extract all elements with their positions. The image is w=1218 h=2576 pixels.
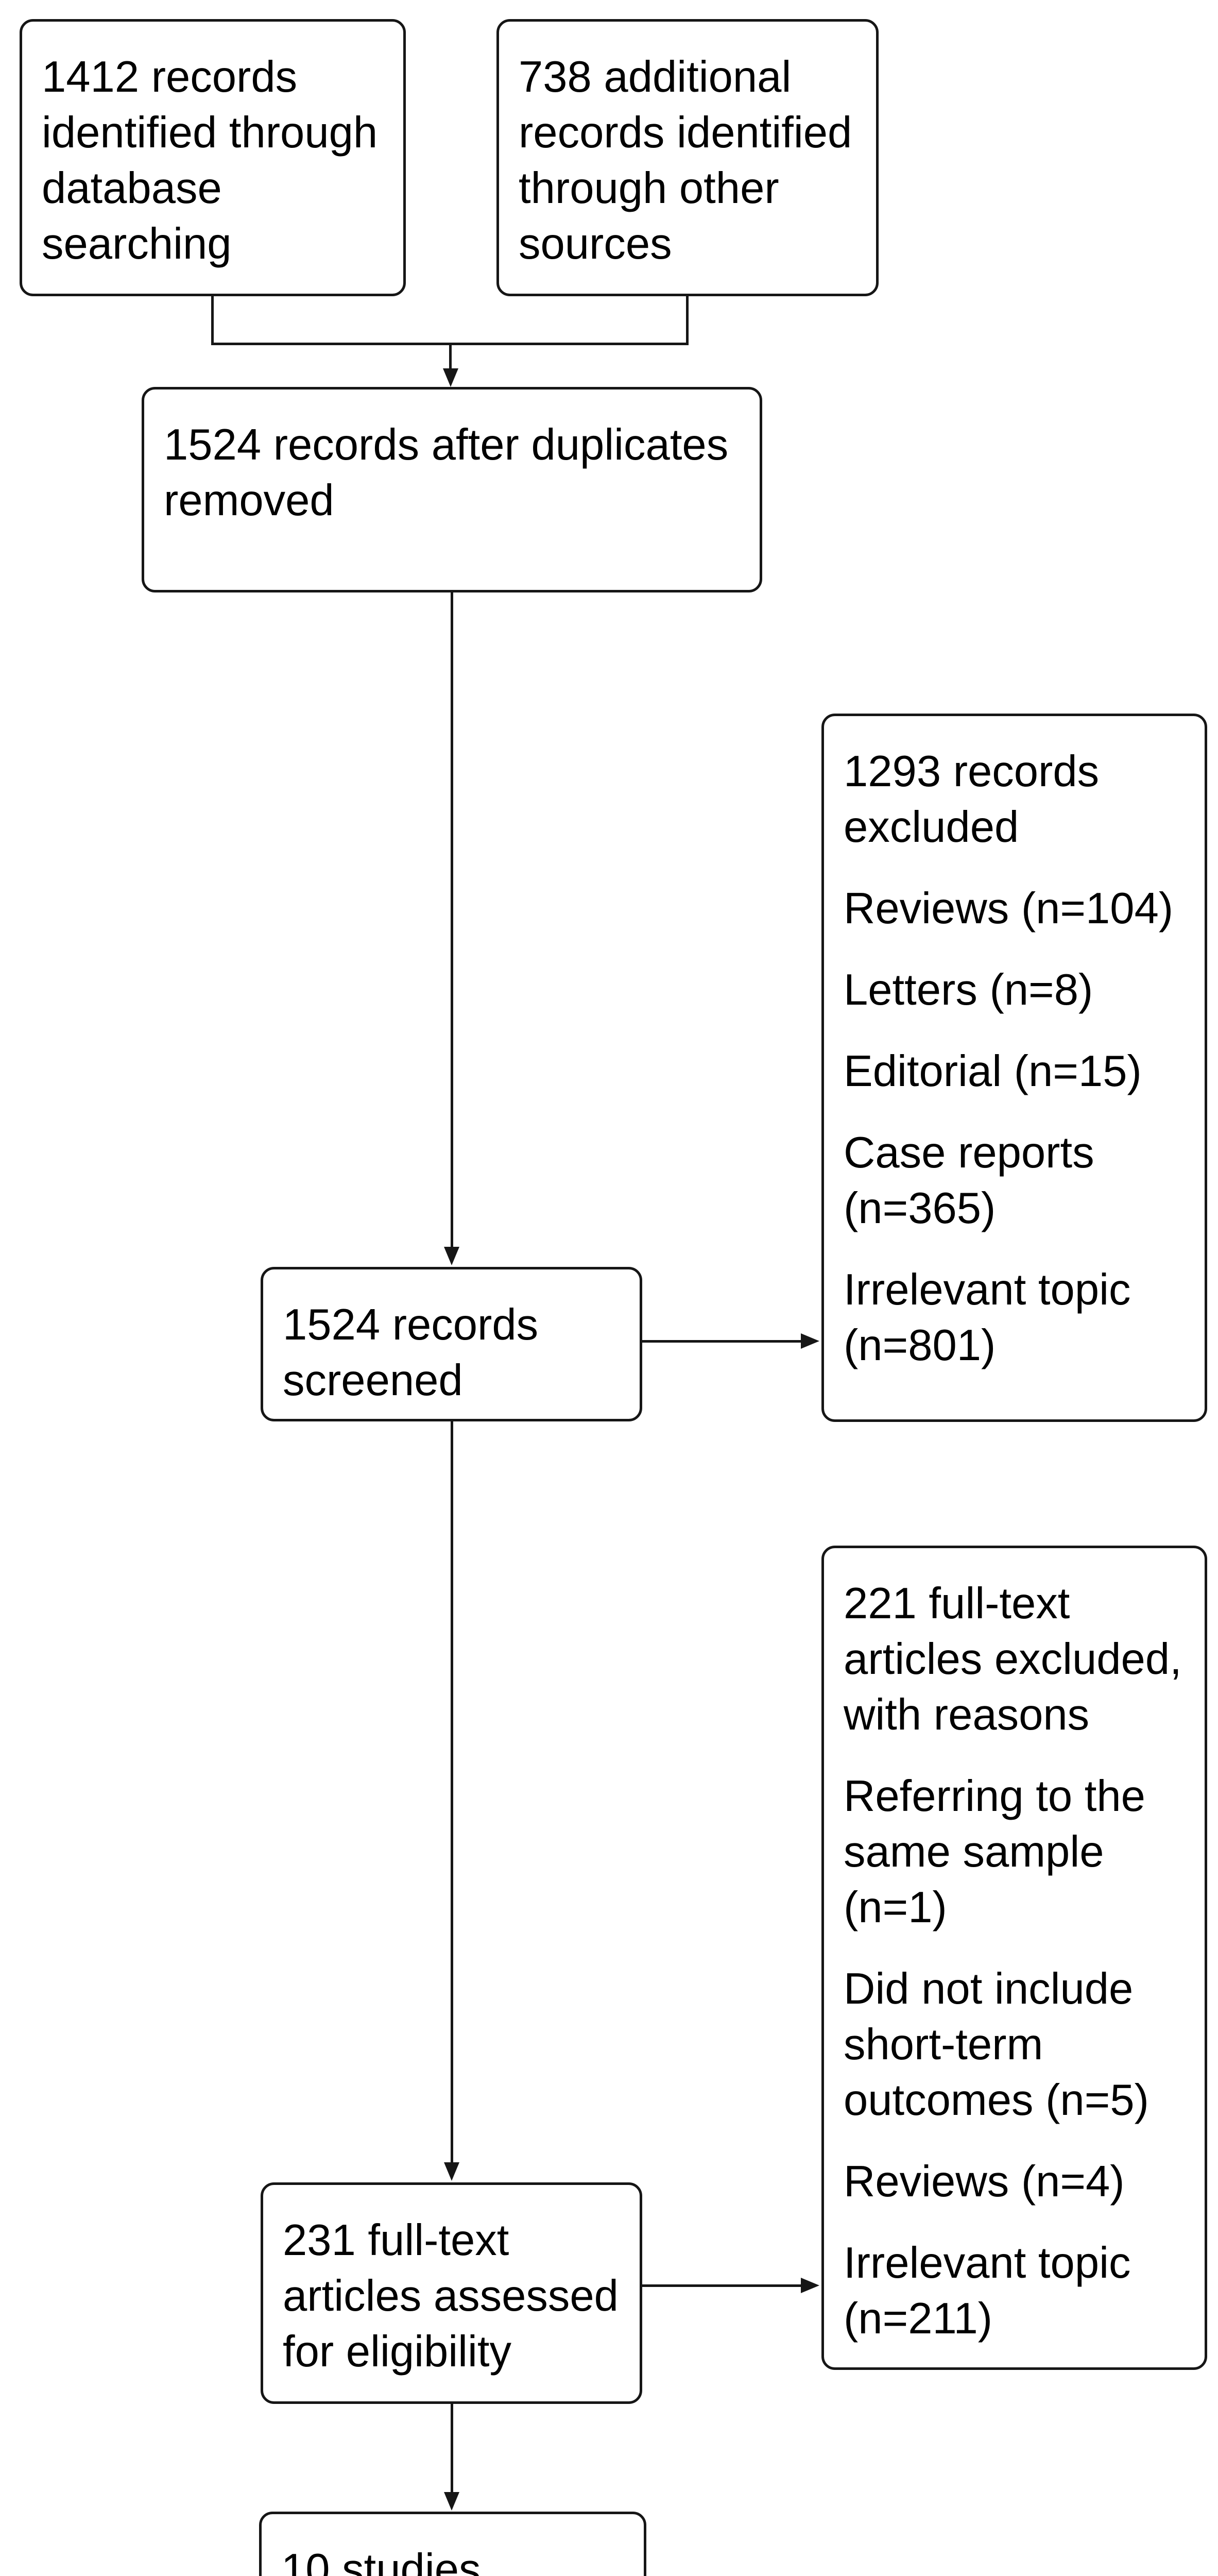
box-text: 738 additional records identified throug… — [519, 53, 852, 268]
arrow-screened-to-assessed-head — [444, 2162, 459, 2181]
exclusion-reason: Letters (n=8) — [844, 965, 1093, 1014]
exclusion-reason: Editorial (n=15) — [844, 1047, 1142, 1096]
arrow-assessed-to-included-head — [444, 2492, 459, 2511]
box-fulltext-excluded: 221 full-text articles excluded, with re… — [821, 1546, 1207, 2370]
arrow-to-after-duplicates-line — [449, 343, 452, 372]
arrow-screened-to-excluded-head — [801, 1333, 819, 1349]
box-records-identified-database: 1412 records identified through database… — [20, 19, 406, 296]
arrow-assessed-to-included-line — [451, 2404, 453, 2494]
connector-merge-right-vertical — [686, 296, 689, 345]
box-title: 221 full-text articles excluded, with re… — [844, 1579, 1182, 1739]
exclusion-reason: Case reports (n=365) — [844, 1128, 1094, 1233]
connector-merge-left-vertical — [211, 296, 214, 345]
box-fulltext-assessed: 231 full-text articles assessed for elig… — [261, 2182, 642, 2404]
box-text: 1412 records identified through database… — [42, 53, 378, 268]
box-additional-records-other-sources: 738 additional records identified throug… — [496, 19, 879, 296]
arrow-assessed-to-excluded-line — [642, 2284, 803, 2287]
exclusion-reason: Irrelevant topic (n=801) — [844, 1265, 1131, 1370]
exclusion-reason: Reviews (n=4) — [844, 2157, 1125, 2206]
exclusion-reason: Irrelevant topic (n=211) — [844, 2239, 1131, 2343]
arrow-assessed-to-excluded-head — [801, 2278, 819, 2293]
exclusion-reason: Did not include short-term outcomes (n=5… — [844, 1964, 1149, 2125]
arrow-to-after-duplicates-head — [443, 368, 458, 387]
arrow-screened-to-excluded-line — [642, 1340, 803, 1343]
exclusion-reason: Reviews (n=104) — [844, 884, 1174, 933]
box-records-screened: 1524 records screened — [261, 1267, 642, 1421]
box-text: 231 full-text articles assessed for elig… — [283, 2216, 619, 2376]
box-records-excluded: 1293 records excluded Reviews (n=104) Le… — [821, 714, 1207, 1422]
box-title: 1293 records excluded — [844, 747, 1100, 852]
box-text: 1524 records screened — [283, 1300, 539, 1405]
exclusion-reason: Referring to the same sample (n=1) — [844, 1772, 1145, 1932]
box-studies-included: 10 studies included in the qualitative a… — [259, 2512, 646, 2576]
arrow-duplicates-to-screened-head — [444, 1247, 459, 1265]
box-text: 10 studies included in the qualitative a… — [281, 2545, 481, 2576]
arrow-screened-to-assessed-line — [451, 1421, 453, 2164]
box-text: 1524 records after duplicates removed — [164, 420, 729, 525]
box-records-after-duplicates-removed: 1524 records after duplicates removed — [142, 387, 762, 592]
arrow-duplicates-to-screened-line — [451, 592, 453, 1249]
